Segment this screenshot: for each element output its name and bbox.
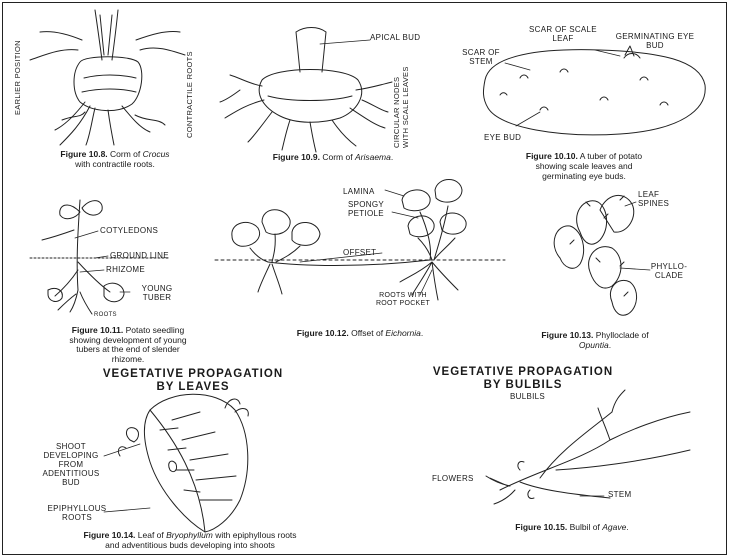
caption-text: showing development of young: [69, 334, 187, 345]
label-germinating-eye-bud: GERMINATING EYE BUD: [615, 32, 695, 50]
label-circular-nodes: CIRCULAR NODES WITH SCALE LEAVES: [392, 66, 410, 148]
potato-seedling-drawing: [29, 199, 171, 315]
label-shoot-developing: SHOOT DEVELOPING FROM ADENTITIOUS BUD: [42, 442, 100, 487]
caption-text: .: [626, 522, 629, 532]
caption-text: with epiphyllous roots: [212, 530, 297, 540]
label-earlier-position: EARLIER POSITION: [13, 40, 22, 115]
arisaema-corm-drawing: [219, 27, 393, 153]
caption-fig-number: Figure 10.13.: [541, 330, 594, 340]
caption-fig-number: Figure 10.15.: [515, 522, 568, 532]
caption-text: Leaf of: [135, 530, 167, 540]
caption-figure-10-9: Figure 10.9. Corm of Arisaema.: [228, 152, 438, 162]
caption-figure-10-12: Figure 10.12. Offset of Eichornia.: [250, 328, 470, 338]
label-leader-lines: [74, 39, 651, 513]
label-contractile-roots: CONTRACTILE ROOTS: [185, 51, 194, 138]
species-name: Agave: [602, 522, 627, 532]
species-name: Opuntia: [578, 340, 609, 350]
caption-fig-number: Figure 10.8.: [60, 149, 108, 159]
label-roots-with-root-pocket: ROOTS WITH ROOT POCKET: [375, 292, 431, 307]
caption-fig-number: Figure 10.9.: [272, 152, 320, 162]
label-rhizome: RHIZOME: [106, 265, 145, 274]
agave-bulbil-drawing: [485, 389, 691, 505]
bryophyllum-leaf-drawing: [117, 393, 249, 533]
caption-text: .: [390, 152, 394, 162]
caption-text: germinating eye buds.: [542, 171, 626, 181]
heading-line: VEGETATIVE PROPAGATION: [102, 368, 284, 380]
heading-line: BY LEAVES: [156, 381, 230, 393]
label-young-tuber: YOUNG TUBER: [141, 284, 173, 302]
species-name: Arisaema: [354, 152, 391, 162]
caption-text: showing scale leaves and: [535, 161, 633, 171]
label-leaf-spines: LEAF SPINES: [638, 190, 670, 208]
eichornia-offset-drawing: [214, 179, 506, 301]
caption-text: Corm of: [320, 152, 355, 162]
caption-fig-number: Figure 10.10.: [525, 151, 578, 161]
caption-text: .: [420, 328, 424, 338]
caption-fig-number: Figure 10.14.: [83, 530, 136, 540]
heading-propagation-by-bulbils: VEGETATIVE PROPAGATION BY BULBILS: [408, 366, 638, 392]
caption-text: Corm of: [107, 149, 143, 159]
caption-text: A tuber of potato: [577, 151, 643, 161]
label-apical-bud: APICAL BUD: [370, 33, 421, 42]
label-scar-of-scale-leaf: SCAR OF SCALE LEAF: [529, 25, 597, 43]
caption-text: .: [608, 340, 612, 350]
caption-text: and adventitious buds developing into sh…: [105, 539, 275, 550]
species-name: Crocus: [142, 149, 170, 159]
label-phylloclade: PHYLLO- CLADE: [650, 262, 688, 280]
caption-figure-10-13: Figure 10.13. Phylloclade of Opuntia.: [505, 330, 685, 350]
label-bulbils: BULBILS: [510, 392, 546, 401]
caption-fig-number: Figure 10.11.: [71, 325, 124, 335]
label-spongy-petiole: SPONGY PETIOLE: [348, 200, 384, 218]
heading-line: BY BULBILS: [483, 379, 563, 391]
heading-propagation-by-leaves: VEGETATIVE PROPAGATION BY LEAVES: [78, 368, 308, 394]
caption-text: tubers at the end of slender: [76, 344, 180, 354]
opuntia-drawing: [553, 195, 637, 316]
caption-figure-10-10: Figure 10.10. A tuber of potato showing …: [474, 151, 694, 181]
label-scar-of-stem: SCAR OF STEM: [462, 48, 500, 66]
caption-figure-10-8: Figure 10.8. Corm of Crocus with contrac…: [20, 149, 210, 169]
caption-text: Bulbil of: [567, 522, 603, 532]
label-lamina: LAMINA: [343, 187, 375, 196]
label-offset: OFFSET: [343, 248, 377, 257]
species-name: Bryophyllum: [166, 530, 213, 540]
label-ground-line: GROUND LINE: [110, 251, 169, 260]
caption-figure-10-15: Figure 10.15. Bulbil of Agave.: [462, 522, 682, 532]
caption-text: Offset of: [348, 328, 386, 338]
label-eye-bud: EYE BUD: [484, 133, 522, 142]
label-flowers: FLOWERS: [432, 474, 474, 483]
caption-text: Phylloclade of: [593, 330, 649, 340]
caption-text: rhizome.: [111, 353, 145, 364]
caption-fig-number: Figure 10.12.: [296, 328, 349, 338]
caption-text: with contractile roots.: [75, 159, 155, 169]
caption-figure-10-14: Figure 10.14. Leaf of Bryophyllum with e…: [30, 530, 350, 550]
potato-tuber-drawing: [482, 45, 706, 136]
caption-figure-10-11: Figure 10.11. Potato seedling showing de…: [28, 325, 228, 364]
crocus-corm-drawing: [29, 9, 186, 146]
label-stem: STEM: [608, 490, 632, 499]
species-name: Eichornia: [385, 328, 421, 338]
caption-text: Potato seedling: [123, 325, 185, 335]
label-epiphyllous-roots: EPIPHYLLOUS ROOTS: [47, 504, 107, 522]
heading-line: VEGETATIVE PROPAGATION: [432, 366, 614, 378]
label-cotyledons: COTYLEDONS: [100, 226, 159, 235]
label-roots: ROOTS: [94, 312, 117, 318]
